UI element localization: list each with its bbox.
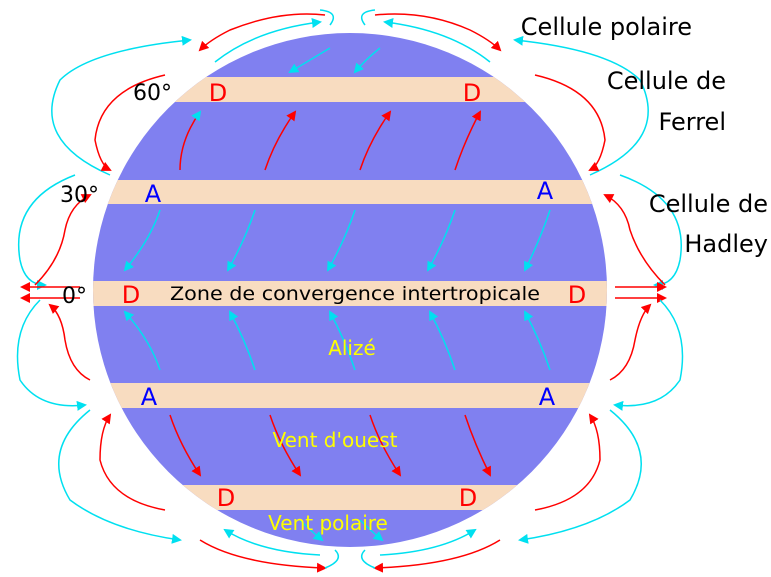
polar-wind-label: Vent polaire xyxy=(268,511,388,535)
polar-cell-bottom-left xyxy=(223,528,321,556)
polar-cell-top-left xyxy=(214,18,322,63)
hadley-cell-right-south xyxy=(613,299,684,411)
pressure-high-label: A xyxy=(537,177,554,205)
ferrel-cell-left-south xyxy=(58,409,182,544)
wind-arrow xyxy=(454,110,481,171)
latitude-0-label: 0° xyxy=(62,284,87,309)
band-60-south xyxy=(93,485,607,510)
pressure-high-label: A xyxy=(141,383,158,411)
wind-arrow xyxy=(464,414,491,477)
wind-arrow xyxy=(429,310,456,371)
polar-cell-top-left xyxy=(198,13,326,52)
pressure-low-label: D xyxy=(122,281,140,309)
wind-arrow xyxy=(123,209,161,272)
hadley-cell-left xyxy=(18,174,76,290)
wind-arrow xyxy=(524,310,551,371)
pressure-low-label: D xyxy=(459,484,477,512)
wind-arrow xyxy=(269,414,302,477)
pressure-high-label: A xyxy=(145,180,162,208)
polar-cell-top-right xyxy=(374,13,502,52)
surface-winds xyxy=(123,47,551,542)
wind-arrow xyxy=(524,209,551,272)
westerlies-label: Vent d'ouest xyxy=(273,428,398,452)
hadley-cell-label-line2: Hadley xyxy=(684,230,768,258)
wind-arrow xyxy=(264,110,297,171)
ferrel-cell-right xyxy=(513,35,649,176)
hadley-cell-right xyxy=(619,174,682,290)
band-equator xyxy=(93,281,607,306)
latitude-60-label: 60° xyxy=(133,81,172,106)
circulation-cells xyxy=(16,9,684,573)
wind-arrow xyxy=(123,310,161,371)
ferrel-cell-label-line2: Ferrel xyxy=(659,108,726,136)
hadley-cell-left-south xyxy=(16,299,87,411)
pressure-low-label: D xyxy=(217,484,235,512)
ferrel-cell-left xyxy=(51,35,192,176)
polar-cell-bottom-right xyxy=(379,528,477,556)
hadley-cell-left-south xyxy=(48,303,91,381)
pressure-low-label: D xyxy=(209,79,227,107)
hadley-cell-right-south xyxy=(609,303,652,381)
hadley-cell-left xyxy=(34,194,92,286)
pressure-low-label: D xyxy=(463,79,481,107)
wind-arrow xyxy=(299,519,324,542)
band-30-south xyxy=(93,383,607,408)
wind-arrow xyxy=(369,414,402,477)
polar-cell-label: Cellule polaire xyxy=(521,13,692,41)
ferrel-cell-left xyxy=(94,74,166,171)
ferrel-cell-left-south xyxy=(99,413,166,511)
hadley-cell-label-line1: Cellule de xyxy=(649,190,768,218)
ferrel-cell-right-south xyxy=(518,409,642,544)
wind-arrow xyxy=(327,209,356,272)
band-30-north xyxy=(93,180,607,204)
ferrel-cell-label-line1: Cellule de xyxy=(607,67,726,95)
wind-arrow xyxy=(353,47,381,74)
wind-arrow xyxy=(329,310,356,371)
itcz-label: Zone de convergence intertropicale xyxy=(170,283,540,305)
pressure-low-label: D xyxy=(568,281,586,309)
latitude-30-label: 30° xyxy=(60,183,99,208)
ferrel-cell-right xyxy=(534,74,606,171)
wind-arrow xyxy=(288,47,331,74)
wind-arrow xyxy=(169,414,202,477)
trade-wind-label: Alizé xyxy=(328,336,376,360)
polar-cell-bottom-right xyxy=(373,539,501,573)
wind-arrow xyxy=(427,209,456,272)
wind-arrow xyxy=(227,209,256,272)
ferrel-cell-right-south xyxy=(534,413,601,511)
wind-arrow xyxy=(359,110,392,171)
polar-cell-bottom-left xyxy=(199,539,327,573)
wind-arrow xyxy=(229,310,256,371)
hadley-cell-right xyxy=(603,194,666,286)
polar-cell-top-right xyxy=(383,18,491,63)
wind-arrow xyxy=(179,110,202,171)
wind-arrow xyxy=(359,519,384,542)
pressure-high-label: A xyxy=(539,383,556,411)
